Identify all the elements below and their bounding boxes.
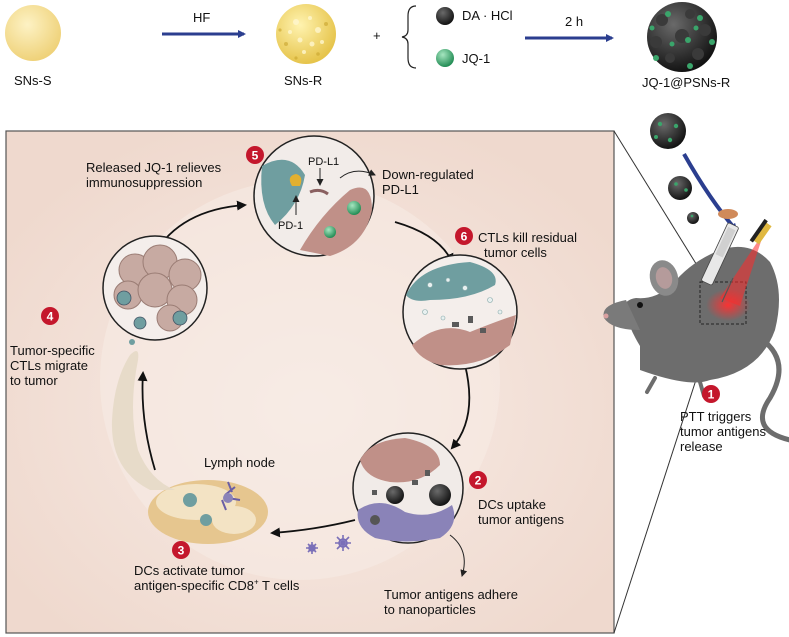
step4-line2: CTLs migrate: [10, 358, 89, 373]
step3-line2-sup: +: [253, 577, 259, 587]
svg-text:6: 6: [461, 230, 468, 244]
label-product: JQ-1@PSNs-R: [642, 75, 731, 90]
step6-line1: CTLs kill residual: [478, 230, 577, 245]
free-dcs: [306, 535, 351, 554]
label-lymph-node: Lymph node: [204, 455, 276, 470]
tumor-cluster: [102, 235, 208, 341]
svg-text:1: 1: [708, 388, 715, 402]
step4-line1: Tumor-specific: [10, 343, 95, 358]
label-sns-s: SNs-S: [14, 73, 52, 88]
badge-2: 2: [469, 471, 487, 489]
step2-line2: tumor antigens: [478, 512, 564, 527]
step4-text: Tumor-specific CTLs migrate to tumor: [10, 343, 95, 388]
adhere-line2: to nanoparticles: [384, 602, 476, 617]
injected-particles: [650, 113, 699, 224]
laser-beam: [720, 232, 764, 306]
step5-text: Released JQ-1 relieves immunosuppression: [86, 160, 221, 190]
step3-text: DCs activate tumor antigen-specific CD8+…: [134, 563, 299, 593]
step2-text: DCs uptake tumor antigens: [478, 497, 564, 527]
label-da-hcl: DA · HCl: [462, 8, 513, 23]
step6-text: CTLs kill residual tumor cells: [478, 230, 577, 260]
label-pdl1: PD-L1: [308, 156, 340, 168]
label-pd1: PD-1: [278, 220, 304, 232]
step1-text: PTT triggers tumor antigens release: [680, 409, 766, 454]
badge-3: 3: [172, 541, 190, 559]
svg-text:3: 3: [178, 544, 185, 558]
adhere-text: Tumor antigens adhere to nanoparticles: [384, 587, 518, 617]
step1-line3: release: [680, 439, 723, 454]
step3-line2: antigen-specific CD8+ T cells: [134, 578, 299, 593]
syringe: [701, 209, 739, 303]
label-hf: HF: [193, 10, 211, 25]
circle-pd1-pdl1: [253, 135, 376, 257]
label-jq1: JQ-1: [462, 51, 491, 66]
svg-text:5: 5: [252, 149, 259, 163]
badge-1: 1: [702, 385, 720, 403]
step1-line2: tumor antigens: [680, 424, 766, 439]
laser-fiber: [749, 218, 772, 245]
brace: [401, 5, 417, 69]
step3-line2-a: antigen-specific CD8: [134, 578, 254, 593]
arrow-3-to-4: [137, 371, 156, 471]
step3-line1: DCs activate tumor: [134, 563, 245, 578]
step1-line1: PTT triggers: [680, 409, 752, 424]
down-regulated-line1: Down-regulated: [382, 167, 474, 182]
jq1-bullet: [436, 49, 454, 67]
svg-text:4: 4: [47, 310, 54, 324]
down-regulated-line2: PD-L1: [382, 182, 419, 197]
step5-line1: Released JQ-1 relieves: [86, 160, 222, 175]
circle-dc-uptake: [352, 432, 464, 544]
adhere-line1: Tumor antigens adhere: [384, 587, 518, 602]
badge-4: 4: [41, 307, 59, 325]
step6-line2: tumor cells: [484, 245, 547, 260]
step5-line2: immunosuppression: [86, 175, 203, 190]
badge-5: 5: [246, 146, 264, 164]
svg-text:2: 2: [475, 474, 482, 488]
label-sns-r: SNs-R: [284, 73, 323, 88]
da-hcl-bullet: [436, 7, 454, 25]
arrow-6-to-2: [450, 364, 471, 450]
sns-s-sphere: [5, 5, 61, 61]
jq1-psns-r-particle: [647, 2, 717, 72]
step4-line3: to tumor: [10, 373, 58, 388]
label-two-hours: 2 h: [565, 14, 584, 29]
sns-r-sphere: [276, 4, 336, 64]
badge-6: 6: [455, 227, 473, 245]
circle-ctl-kill: [402, 254, 518, 370]
plus-sign: +: [373, 28, 381, 43]
adhere-pointer: [449, 534, 468, 577]
down-regulated-text: Down-regulated PD-L1: [382, 167, 474, 197]
step2-line1: DCs uptake: [478, 497, 546, 512]
lymph-node: [148, 480, 268, 544]
step3-line2-b: T cells: [258, 578, 300, 593]
arrow-2-to-3: [270, 519, 356, 538]
